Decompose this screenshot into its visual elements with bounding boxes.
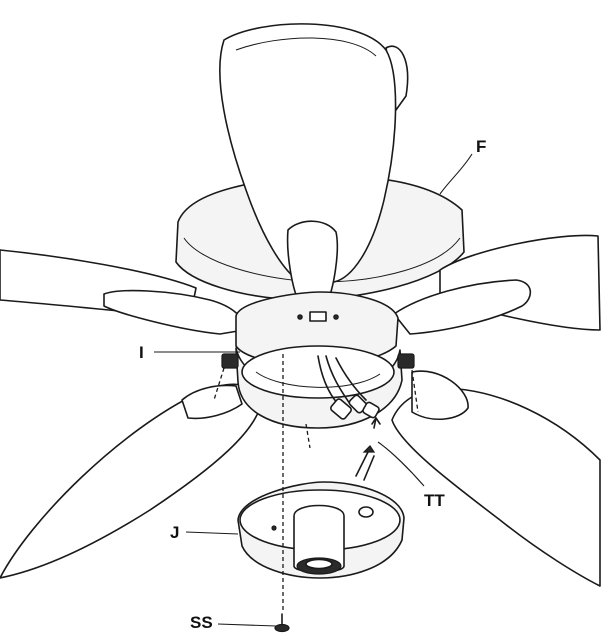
screw	[274, 613, 290, 633]
label-tt: TT	[424, 491, 445, 510]
pull-chains	[213, 367, 419, 449]
label-f: F	[476, 137, 486, 156]
fan-blade-rear	[219, 23, 397, 305]
fan-blade-right	[393, 234, 601, 335]
label-i: I	[139, 343, 144, 362]
label-ss: SS	[190, 613, 213, 632]
housing-wires	[317, 355, 381, 481]
fan-blade-left	[0, 249, 245, 335]
label-leaders	[154, 153, 473, 627]
label-j: J	[170, 523, 179, 542]
fan-blade-lower-right	[391, 370, 601, 587]
light-kit-plate	[237, 481, 405, 579]
fan-blade-lower-left	[0, 383, 263, 579]
